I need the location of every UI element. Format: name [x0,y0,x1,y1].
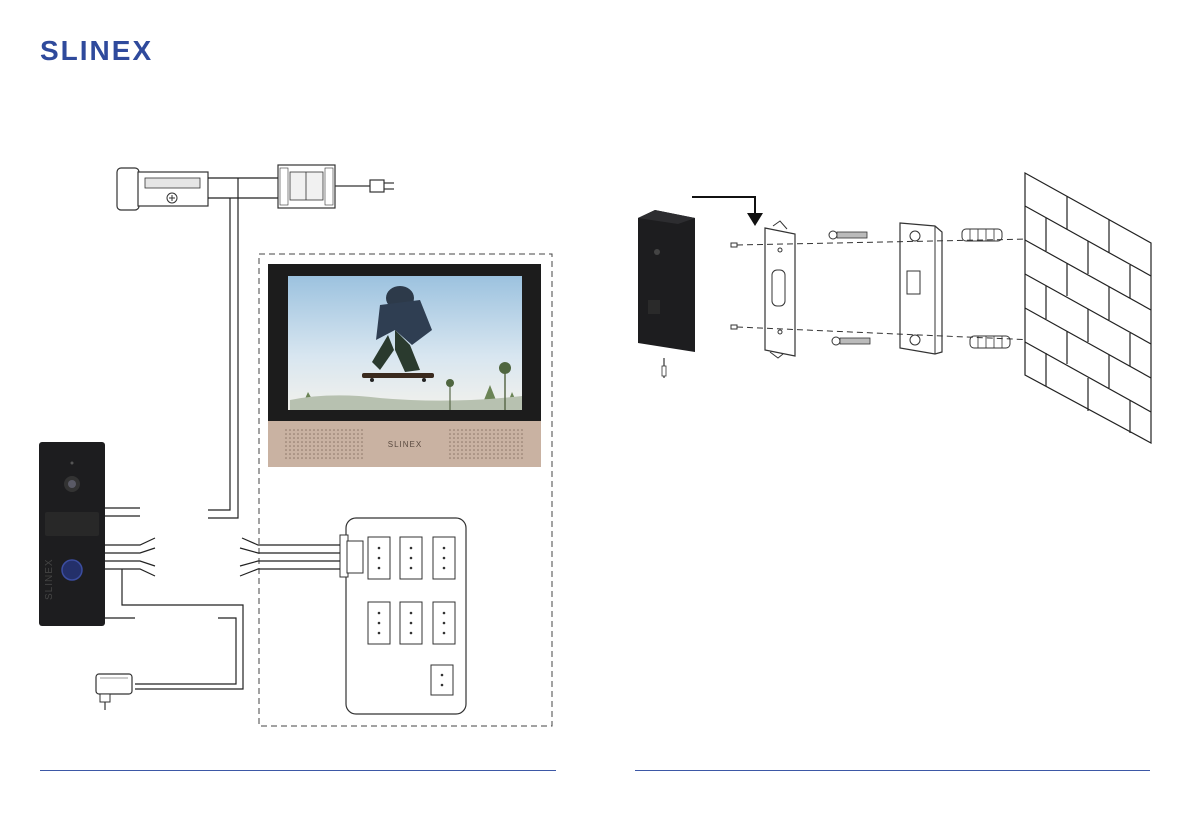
long-screw-icon [829,231,870,345]
backplate-icon [765,221,795,358]
speaker-grille-right [447,428,525,461]
mains-plug-icon [335,180,394,192]
arrow-down-icon [692,197,763,226]
dowel-icon [962,229,1010,348]
power-adapter-icon [96,674,132,710]
footer-rule-right [635,770,1150,771]
lock-wires [208,178,278,518]
mount-bracket-icon [900,223,942,354]
outdoor-doorphone: SLINEX [39,442,105,626]
doorphone-wires [105,508,340,689]
doorphone-side-icon [638,210,695,378]
doorphone-brand-label: SLINEX [44,558,55,600]
connector-board [340,518,466,714]
connector-plug-icon [340,535,363,577]
brick-wall-icon [1025,173,1151,443]
socket-icon [431,665,453,695]
brand-logo-text: SLINEX [40,35,153,66]
lock-power-supply-icon [278,165,335,208]
mounting-diagram [638,173,1151,443]
brand-logo: SLINEX [40,35,153,66]
connection-diagram: SLINEX [39,165,552,726]
call-button-icon [62,560,82,580]
speaker-grille-left [285,428,363,461]
electric-lock-icon [117,168,208,210]
monitor-brand-label: SLINEX [388,440,422,449]
screw-icon [731,243,737,329]
indoor-monitor: SLINEX [268,264,541,467]
footer-rule-left [40,770,556,771]
